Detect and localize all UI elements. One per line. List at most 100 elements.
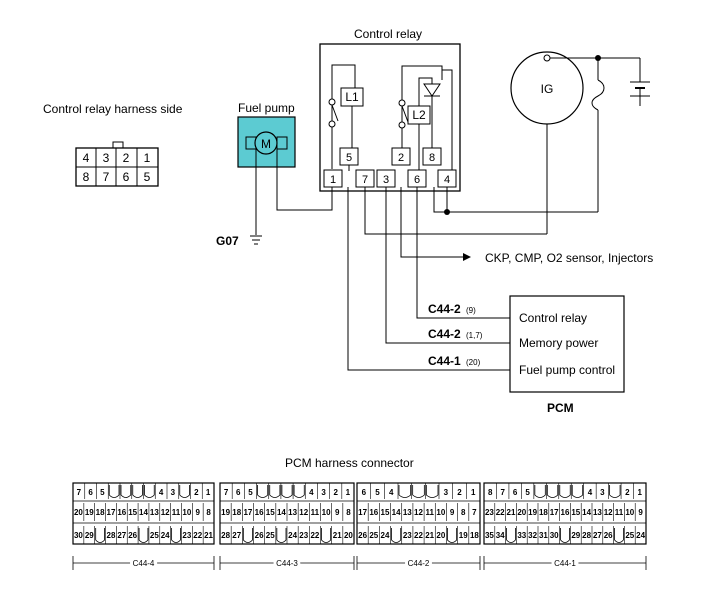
pcm-title: PCM [547, 401, 574, 415]
connector-pin: 16 [561, 508, 570, 517]
connector-key [391, 528, 402, 543]
connector-key [95, 528, 105, 543]
connector-pin: 25 [369, 531, 378, 540]
connector-pin: 7 [224, 488, 229, 497]
harness-pin: 3 [103, 151, 110, 165]
connector-pin: 13 [403, 508, 412, 517]
connector-pin: 19 [528, 508, 537, 517]
harness-pin: 4 [83, 151, 90, 165]
harness-pin: 2 [123, 151, 130, 165]
connector-key [242, 528, 253, 543]
connector-pin: 22 [496, 508, 505, 517]
connector-block [483, 482, 647, 545]
connector-pin: 8 [488, 488, 493, 497]
connector-pin: 9 [638, 508, 643, 517]
ig-label: IG [541, 82, 554, 96]
connector-pin: 15 [571, 508, 580, 517]
connector-key [425, 485, 439, 498]
connector-pin: 2 [625, 488, 630, 497]
connector-pin: 24 [161, 531, 170, 540]
connector-pin: 18 [96, 508, 105, 517]
connector-pin: 28 [582, 531, 591, 540]
connector-pin: 23 [182, 531, 191, 540]
connector-pin: 14 [277, 508, 286, 517]
relay-l1-circuit: L1 5 [328, 64, 364, 171]
connector-pin: 10 [625, 508, 634, 517]
connector-pin: 7 [472, 508, 477, 517]
connector-pin: 16 [369, 508, 378, 517]
connector-pin: 8 [461, 508, 466, 517]
connector-pin: 12 [604, 508, 613, 517]
relay-pin: 2 [398, 152, 404, 164]
connector-pin: 16 [117, 508, 126, 517]
connector-pin: 1 [638, 488, 643, 497]
connector-key [321, 528, 332, 543]
connector-pin: 29 [85, 531, 94, 540]
pcm-box [509, 295, 625, 393]
connector-pin: 23 [485, 508, 494, 517]
pcm-line-label: Fuel pump control [519, 363, 615, 377]
relay-pin: 6 [414, 174, 420, 186]
connector-key [571, 485, 584, 498]
connector-pin: 32 [528, 531, 537, 540]
connector-pin: 15 [381, 508, 390, 517]
relay-pin: 1 [330, 174, 336, 186]
connector-key [447, 528, 458, 543]
connector-pin: 15 [128, 508, 137, 517]
connector-key [276, 528, 287, 543]
connector-pin: 25 [266, 531, 275, 540]
connector-pin: 11 [172, 508, 181, 517]
connector-pin: 20 [344, 531, 353, 540]
ground-label: G07 [216, 234, 239, 248]
connector-pin: 20 [517, 508, 526, 517]
connector-pin: 22 [310, 531, 319, 540]
connector-key [506, 528, 516, 543]
connector-key [269, 485, 281, 498]
connector-pin: 2 [194, 488, 199, 497]
connector-key [144, 485, 155, 498]
connector-pin: 18 [539, 508, 548, 517]
connector-pin: 34 [496, 531, 505, 540]
connector-pin: 2 [457, 488, 462, 497]
connector-key [412, 485, 425, 498]
connector-pin: 4 [309, 488, 314, 497]
connector-pin: 21 [204, 531, 213, 540]
connector-pin: 33 [517, 531, 526, 540]
connector-pin: 18 [232, 508, 241, 517]
connector-pin: 17 [107, 508, 116, 517]
diode-icon [423, 83, 441, 97]
connector-pin: 11 [615, 508, 624, 517]
connector-pin: 6 [362, 488, 367, 497]
connector-pin: 5 [248, 488, 253, 497]
connector-key [398, 485, 412, 498]
connector-key [179, 485, 190, 498]
connector-pin: 30 [74, 531, 83, 540]
connector-pin: 17 [358, 508, 367, 517]
control-relay-box [319, 43, 461, 192]
connector-pin: 14 [392, 508, 401, 517]
relay-pin: 3 [383, 174, 389, 186]
connector-pin: 5 [100, 488, 105, 497]
connector-pin: 25 [625, 531, 634, 540]
connector-key [132, 485, 143, 498]
connector-pin: 8 [206, 508, 211, 517]
connector-pin: 26 [358, 531, 367, 540]
connector-key [120, 485, 132, 498]
connector-pin: 30 [550, 531, 559, 540]
connector-pin: 23 [299, 531, 308, 540]
battery-icon [630, 58, 650, 106]
connector-pin: 4 [588, 488, 593, 497]
connector-pin: 10 [322, 508, 331, 517]
pcm-connector-ref: C44-2 [428, 327, 461, 341]
connector-pin: 7 [77, 488, 82, 497]
harness-pin: 6 [123, 170, 130, 184]
harness-pin: 5 [144, 170, 151, 184]
connector-pin: 22 [414, 531, 423, 540]
connector-pin: 13 [288, 508, 297, 517]
connector-name: C44-2 [408, 559, 430, 568]
connector-pin: 5 [525, 488, 530, 497]
connector-pin: 27 [593, 531, 602, 540]
relay-pin: 7 [362, 174, 368, 186]
pcm-connector-ref: C44-1 [428, 354, 461, 368]
